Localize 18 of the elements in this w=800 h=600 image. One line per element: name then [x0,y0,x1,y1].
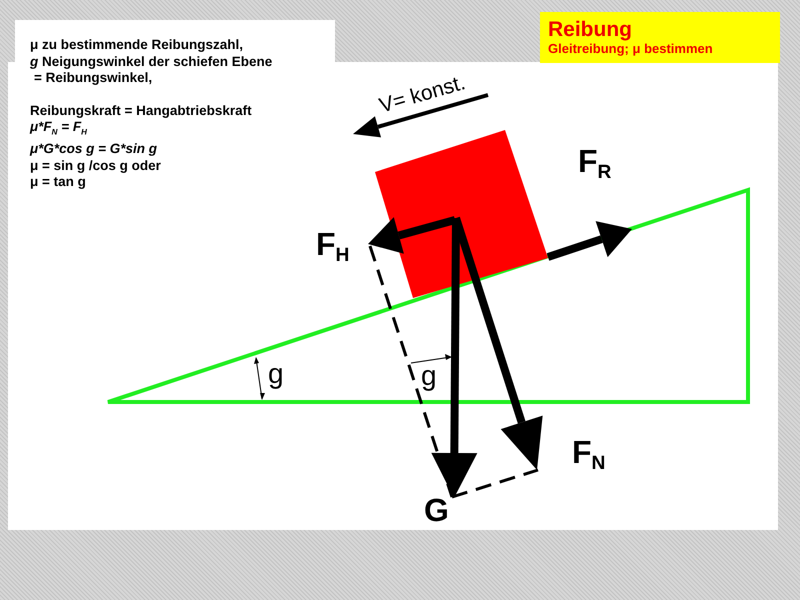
formula-text: μ = tan g [30,174,87,191]
force-label: F$_{N}$ [572,436,606,473]
title-banner [540,12,780,63]
force-label: G [424,494,449,526]
title: Reibung [548,18,633,41]
formula-text: μ*G*cos g = G*sin g [30,141,158,158]
angle-label: g [268,360,284,388]
definition-text: μ zu bestimmende Reibungszahl, [30,37,244,54]
angle-label: g [421,362,437,390]
force-label: F$_{H}$ [316,228,350,265]
subtitle: Gleitreibung; μ bestimmen [548,41,714,57]
definition-text: = Reibungswinkel, [33,70,154,86]
velocity-label: V= konst. [377,72,468,117]
formula-text: μ = sin g /cos g oder [30,158,162,174]
force-label: F$_{R}$ [578,145,612,182]
formula-text: μ*F$_{N}$ = F$_{H}$ [30,119,88,139]
definition-text: g Neigungswinkel der schiefen Ebene [30,54,274,70]
formula-text: Reibungskraft = Hangabtriebskraft [30,102,253,119]
